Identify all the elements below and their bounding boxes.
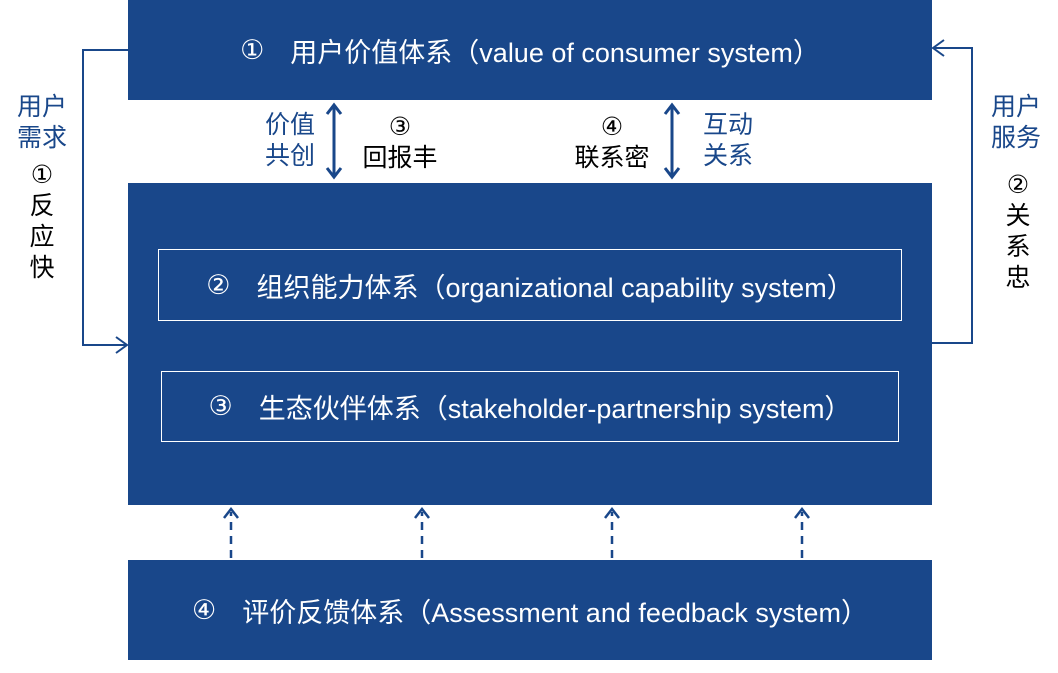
label-line: 用户 — [990, 93, 1041, 121]
label-line: 价值 — [264, 111, 315, 139]
value-cocreation-label: 价值 共创 — [258, 110, 322, 172]
system-label: 用户价值体系（value of consumer system） — [290, 37, 820, 68]
interaction-relationship-label: 互动 关系 — [696, 110, 760, 172]
label-line: 服务 — [990, 124, 1041, 152]
system-number: ① — [240, 34, 265, 65]
label-char: 系 — [1005, 233, 1031, 261]
right-feedback-line — [932, 47, 973, 344]
stakeholder-partnership-system-box: ③ 生态伙伴体系（stakeholder-partnership system） — [161, 371, 899, 442]
left-fast-response-label: ① 反 应 快 — [12, 160, 72, 284]
label-line: 用户 — [16, 93, 67, 121]
system-label: 组织能力体系（organizational capability system） — [256, 272, 854, 303]
system-number: ④ — [192, 594, 217, 625]
system-number: ③ — [208, 391, 233, 421]
label-number: ③ — [388, 113, 412, 141]
label-line: 联系密 — [574, 144, 650, 172]
consumer-value-system-box: ① 用户价值体系（value of consumer system） — [128, 0, 932, 100]
label-number: ① — [30, 161, 54, 189]
label-char: 关 — [1005, 202, 1031, 230]
right-user-service-label: 用户 服务 — [986, 92, 1046, 154]
close-contact-label: ④ 联系密 — [567, 112, 657, 174]
label-line: 关系 — [702, 142, 753, 170]
assessment-feedback-system-box: ④ 评价反馈体系（Assessment and feedback system） — [128, 560, 932, 660]
system-label: 生态伙伴体系（stakeholder-partnership system） — [258, 394, 852, 424]
label-char: 忠 — [1005, 264, 1031, 292]
label-char: 反 — [29, 192, 55, 220]
left-feedback-line — [82, 49, 128, 346]
label-char: 应 — [29, 223, 55, 251]
label-number: ④ — [600, 113, 624, 141]
right-loyal-relationship-label: ② 关 系 忠 — [988, 170, 1048, 294]
label-number: ② — [1006, 171, 1030, 199]
label-line: 回报丰 — [362, 144, 438, 172]
system-label: 评价反馈体系（Assessment and feedback system） — [242, 597, 868, 628]
right-arrow-head — [931, 39, 945, 57]
label-line: 需求 — [16, 124, 67, 152]
left-arrow-head — [115, 336, 129, 354]
system-number: ② — [206, 269, 231, 300]
organization-container-box — [128, 183, 932, 505]
left-user-demand-label: 用户 需求 — [12, 92, 72, 154]
organizational-capability-system-box: ② 组织能力体系（organizational capability syste… — [158, 249, 902, 321]
rich-return-label: ③ 回报丰 — [355, 112, 445, 174]
label-line: 互动 — [702, 111, 753, 139]
label-line: 共创 — [264, 142, 315, 170]
label-char: 快 — [29, 254, 55, 282]
